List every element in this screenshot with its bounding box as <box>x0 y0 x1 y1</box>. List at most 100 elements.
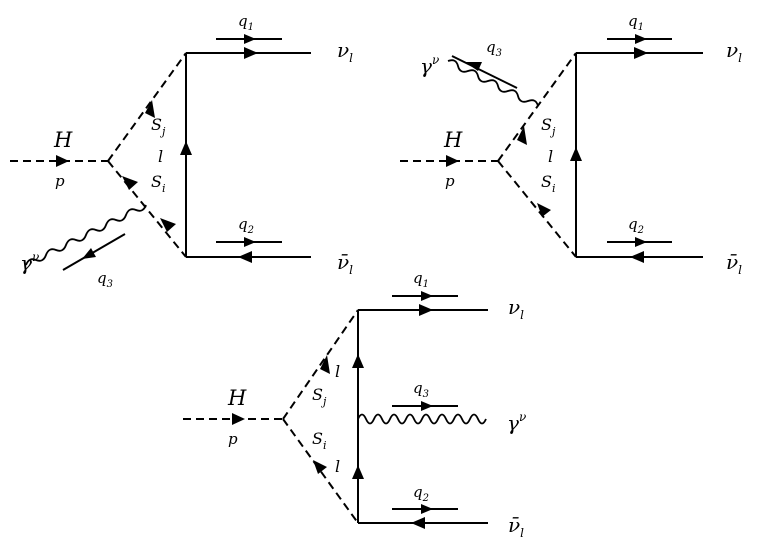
antineutrino-arrow <box>630 251 644 263</box>
label-photon-main: γ <box>507 411 519 435</box>
q1-momentum-arrow <box>421 291 433 301</box>
label-photon: γν <box>420 53 439 78</box>
higgs-arrow <box>232 413 245 425</box>
label-q3: q3 <box>97 269 113 290</box>
label-neutrino: νl <box>726 38 742 65</box>
photon-wavy-line <box>447 59 539 107</box>
label-scalar-si: Si <box>541 172 556 195</box>
scalar-si-arrow <box>313 460 327 474</box>
label-antineutrino: ν̄l <box>726 250 742 277</box>
photon-wavy-line <box>357 413 487 425</box>
label-scalar-si-main: S <box>312 429 323 448</box>
q2-momentum-arrow <box>244 237 256 247</box>
label-q3-sub: 3 <box>423 389 429 400</box>
label-neutrino-sub: l <box>520 308 524 322</box>
scalar-si-line <box>497 160 577 258</box>
diagram-top-right: H p Sj Si l q1 q2 q3 γν νl ν̄l <box>400 12 742 277</box>
label-q3-sub: 3 <box>107 279 113 290</box>
label-scalar-sj: Sj <box>541 115 556 138</box>
label-scalar-sj: Sj <box>312 385 327 408</box>
label-scalar-sj-main: S <box>151 115 162 134</box>
label-neutrino-sub: l <box>738 51 742 65</box>
photon-wavy-line <box>25 204 147 266</box>
scalar-sj-arrow <box>517 126 527 145</box>
label-scalar-sj-main: S <box>541 115 552 134</box>
label-lepton: l <box>158 147 163 166</box>
diagram-top-left: H p Sj Si l q1 q2 q3 γν νl ν̄l <box>10 12 353 290</box>
scalar-si-arrow-2 <box>160 218 176 232</box>
label-lepton-upper: l <box>335 362 340 381</box>
label-scalar-si-sub: i <box>323 439 327 452</box>
scalar-sj-arrow <box>145 100 155 118</box>
q2-momentum-arrow <box>421 504 433 514</box>
label-photon-main: γ <box>20 251 32 275</box>
label-lepton-lower: l <box>335 457 340 476</box>
q3-momentum-line <box>451 55 518 89</box>
label-antineutrino: ν̄l <box>508 513 524 540</box>
label-q1-sub: 1 <box>248 22 254 33</box>
label-antineutrino-sub: l <box>738 263 742 277</box>
label-q2: q2 <box>413 483 429 504</box>
lepton-arrow-lower <box>352 465 364 479</box>
label-momentum-p: p <box>55 172 65 190</box>
antineutrino-arrow <box>238 251 252 263</box>
q2-momentum-arrow <box>635 237 647 247</box>
label-q1-main: q <box>628 12 638 30</box>
label-momentum-p: p <box>445 172 455 190</box>
scalar-si-arrow <box>122 176 138 190</box>
q1-momentum-arrow <box>244 34 256 44</box>
label-antineutrino: ν̄l <box>337 250 353 277</box>
label-scalar-sj-sub: j <box>320 395 327 408</box>
scalar-sj-line <box>282 309 359 420</box>
label-q3-main: q <box>97 269 107 287</box>
label-momentum-p: p <box>228 430 238 448</box>
label-neutrino: νl <box>337 38 353 65</box>
label-q1-sub: 1 <box>423 279 429 290</box>
q3-momentum-arrow <box>421 401 433 411</box>
lepton-arrow <box>180 141 192 155</box>
scalar-sj-line <box>497 52 577 162</box>
label-scalar-si: Si <box>312 429 327 452</box>
label-q3: q3 <box>486 38 502 59</box>
label-neutrino-main: ν <box>726 38 738 62</box>
label-photon-main: γ <box>420 54 432 78</box>
label-q2-sub: 2 <box>247 225 254 236</box>
label-q1: q1 <box>413 269 429 290</box>
label-photon-sup: ν <box>432 53 439 67</box>
label-q1-main: q <box>238 12 248 30</box>
label-photon: γν <box>20 250 39 275</box>
label-q1-sub: 1 <box>638 22 644 33</box>
label-q3-main: q <box>486 38 496 56</box>
label-q3-sub: 3 <box>496 48 502 59</box>
label-q2: q2 <box>238 215 254 236</box>
q3-momentum-arrow <box>82 248 96 259</box>
label-q2-main: q <box>413 483 423 501</box>
label-q3-main: q <box>413 379 423 397</box>
scalar-si-line <box>282 418 359 524</box>
antineutrino-arrow <box>411 517 425 529</box>
label-antineutrino-main: ν̄ <box>337 250 349 274</box>
neutrino-arrow <box>419 304 433 316</box>
label-neutrino-sub: l <box>349 51 353 65</box>
label-antineutrino-sub: l <box>520 526 524 540</box>
label-scalar-sj-main: S <box>312 385 323 404</box>
label-q2-sub: 2 <box>637 225 644 236</box>
q3-momentum-arrow <box>465 62 482 71</box>
label-q2-sub: 2 <box>422 493 429 504</box>
neutrino-arrow <box>634 47 648 59</box>
label-scalar-si-sub: i <box>552 182 556 195</box>
label-higgs: H <box>227 386 247 410</box>
label-scalar-sj: Sj <box>151 115 166 138</box>
lepton-arrow-upper <box>352 354 364 368</box>
label-neutrino-main: ν <box>508 295 520 319</box>
scalar-sj-arrow <box>320 355 330 374</box>
diagram-bottom: H p Sj Si l l q1 q3 q2 γν νl ν̄l <box>183 269 526 540</box>
higgs-arrow <box>446 155 459 167</box>
label-higgs: H <box>443 128 463 152</box>
label-antineutrino-main: ν̄ <box>726 250 738 274</box>
label-scalar-si: Si <box>151 172 166 195</box>
scalar-si-line <box>107 160 187 258</box>
label-q1-main: q <box>413 269 423 287</box>
label-q2: q2 <box>628 215 644 236</box>
